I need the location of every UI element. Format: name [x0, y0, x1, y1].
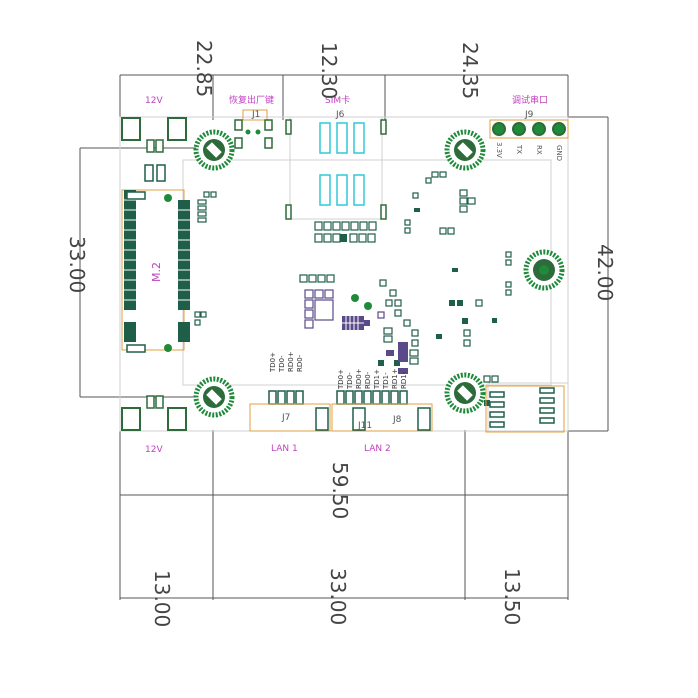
debug-ref: J9: [524, 110, 534, 120]
lan1-pin-label: RD0-: [296, 354, 304, 372]
lan2-header: [331, 390, 433, 432]
debug-pin-label: GND: [555, 145, 563, 161]
reset-button: [234, 109, 273, 149]
mounting-holes: [193, 129, 565, 418]
mounting-hole-top-left: [193, 129, 235, 171]
debug-title: 调试串口: [512, 94, 548, 106]
j7-ref: J7: [281, 413, 290, 423]
rj-port: [485, 385, 565, 433]
lan2-pin-label: TD0-: [346, 372, 354, 390]
lan2-pin-label: RD1-: [400, 371, 408, 389]
debug-pin-label: RX: [535, 145, 543, 155]
dim-top-right: 24.35: [458, 42, 482, 99]
dim-bottom-left: 13.00: [150, 570, 174, 627]
lan2-pin-label: RD0+: [355, 368, 363, 389]
lan2-pin-label: RD1+: [391, 368, 399, 389]
dim-total-width: 59.50: [328, 462, 352, 519]
mounting-hole-bottom-right: [444, 372, 486, 414]
dim-left-height: 33.00: [65, 236, 89, 293]
power-label-top: 12V: [145, 96, 163, 106]
lan2-pin-label: RD0-: [364, 371, 372, 389]
dim-top-mid: 12.30: [317, 42, 341, 99]
components-scatter: [194, 171, 512, 406]
dim-bottom-mid: 33.00: [326, 568, 350, 625]
power-label-bottom: 12V: [145, 445, 163, 455]
debug-pin-label: TX: [515, 144, 523, 154]
lan2-pin-label: TD0+: [337, 369, 345, 390]
dim-top-left: 22.85: [192, 40, 216, 97]
j11-ref: J11: [357, 421, 372, 431]
debug-pin-label: 3.3V: [495, 142, 503, 158]
mounting-hole-right-mid: [523, 249, 565, 291]
power-connector-top: [121, 117, 187, 153]
sim-slot: [285, 119, 387, 243]
j8-ref: J8: [392, 415, 402, 425]
dim-right-height: 42.00: [593, 244, 617, 301]
power-connector-bottom: [121, 395, 187, 431]
lan1-pin-label: RD0+: [287, 351, 295, 372]
lan1-pin-label: TD0+: [269, 352, 277, 373]
debug-header: [489, 119, 569, 139]
dim-bottom-right: 13.50: [500, 568, 524, 625]
dimension-labels: 22.85 12.30 24.35 33.00 42.00 59.50 13.0…: [65, 40, 617, 627]
sim-ref: J6: [335, 110, 345, 120]
sim-title: SIM卡: [325, 94, 350, 106]
lan2-pin-label: TD1+: [373, 369, 381, 390]
reset-ref: J1: [251, 110, 260, 120]
lan2-pin-labels: TD0+ TD0- RD0+ RD0- TD1+ TD1- RD1+ RD1-: [337, 368, 408, 390]
lan1-pin-labels: TD0+ TD0- RD0+ RD0-: [269, 351, 304, 373]
reset-title: 恢复出厂键: [229, 94, 274, 106]
dimension-lines: [79, 74, 609, 600]
mounting-hole-bottom-left: [193, 376, 235, 418]
m2-slot: [121, 164, 190, 353]
lan1-pin-label: TD0-: [278, 355, 286, 373]
lan1-header: [249, 390, 331, 432]
lan2-pin-label: TD1-: [382, 372, 390, 390]
lan1-label: LAN 1: [271, 444, 298, 454]
lan2-label: LAN 2: [364, 444, 391, 454]
mounting-hole-top-right: [444, 129, 486, 171]
m2-label: M.2: [150, 262, 163, 282]
